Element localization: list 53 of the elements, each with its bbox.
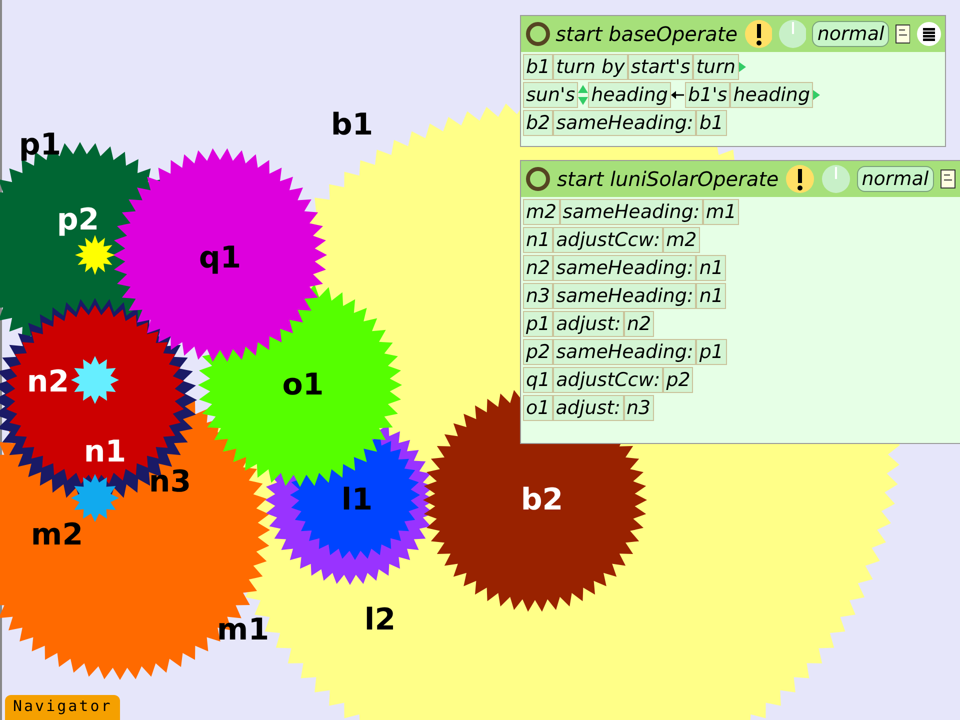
script-tile: q1	[523, 367, 554, 393]
script-tile: sameHeading:	[560, 199, 703, 225]
script-tile: p2	[663, 367, 694, 393]
gear-label: m2	[30, 518, 84, 552]
gear-label: n3	[148, 464, 192, 500]
gear-label: q1	[198, 240, 242, 276]
gear-label: n1	[84, 434, 126, 470]
script-tile: adjust:	[553, 311, 624, 337]
gear-label: l2	[364, 602, 396, 638]
script-tile: n1	[696, 255, 726, 281]
script-tile: adjust:	[552, 395, 624, 421]
script-tile: m2	[663, 227, 700, 253]
script-tile: sun's	[523, 82, 578, 108]
script-tile: o1	[523, 395, 553, 421]
script-tile: n2	[523, 255, 554, 281]
gear-label: p2	[56, 202, 100, 238]
script-tile: p2	[523, 339, 554, 365]
script-tile: m1	[702, 199, 740, 225]
script-tile: m2	[523, 199, 560, 225]
script-tile: adjustCcw:	[553, 367, 664, 393]
gear-label: p1	[18, 128, 62, 162]
gear-label: b2	[520, 482, 564, 518]
mode-button: normal	[856, 166, 934, 192]
script-tile: heading	[588, 82, 671, 108]
script-tile: p1	[523, 311, 554, 337]
script-tile: n3	[523, 283, 554, 309]
gear-label: l1	[341, 482, 373, 518]
script-tile: sameHeading:	[553, 339, 696, 365]
script-tile: heading	[730, 82, 814, 108]
gear-label: b1	[330, 108, 374, 142]
mode-button: normal	[812, 21, 890, 47]
script-title: start baseOperate	[556, 22, 738, 46]
script-tile: start's	[628, 54, 694, 80]
script-tile: adjustCcw:	[553, 227, 664, 253]
navigator-tab: Navigator	[5, 695, 120, 720]
script-tile: b1	[523, 54, 554, 80]
script-tile: turn by	[553, 54, 628, 80]
script-tile: n1	[523, 227, 554, 253]
script-tile: b2	[523, 110, 554, 136]
script-title: start luniSolarOperate	[557, 167, 779, 191]
gear-label: o1	[282, 368, 324, 402]
script-tile: n1	[696, 283, 726, 309]
script-tile: n3	[624, 395, 654, 421]
script-tile: turn	[693, 54, 739, 80]
gear-label: m1	[216, 612, 270, 648]
script-tile: sameHeading:	[553, 283, 696, 309]
script-tile: b1's	[684, 82, 730, 108]
gear-label: n2	[26, 364, 70, 400]
script-tile: p1	[696, 339, 727, 365]
script-tile: sameHeading:	[553, 110, 696, 136]
script-tile: sameHeading:	[553, 255, 696, 281]
script-tile: b1	[696, 110, 727, 136]
script-tile: n2	[624, 311, 654, 337]
